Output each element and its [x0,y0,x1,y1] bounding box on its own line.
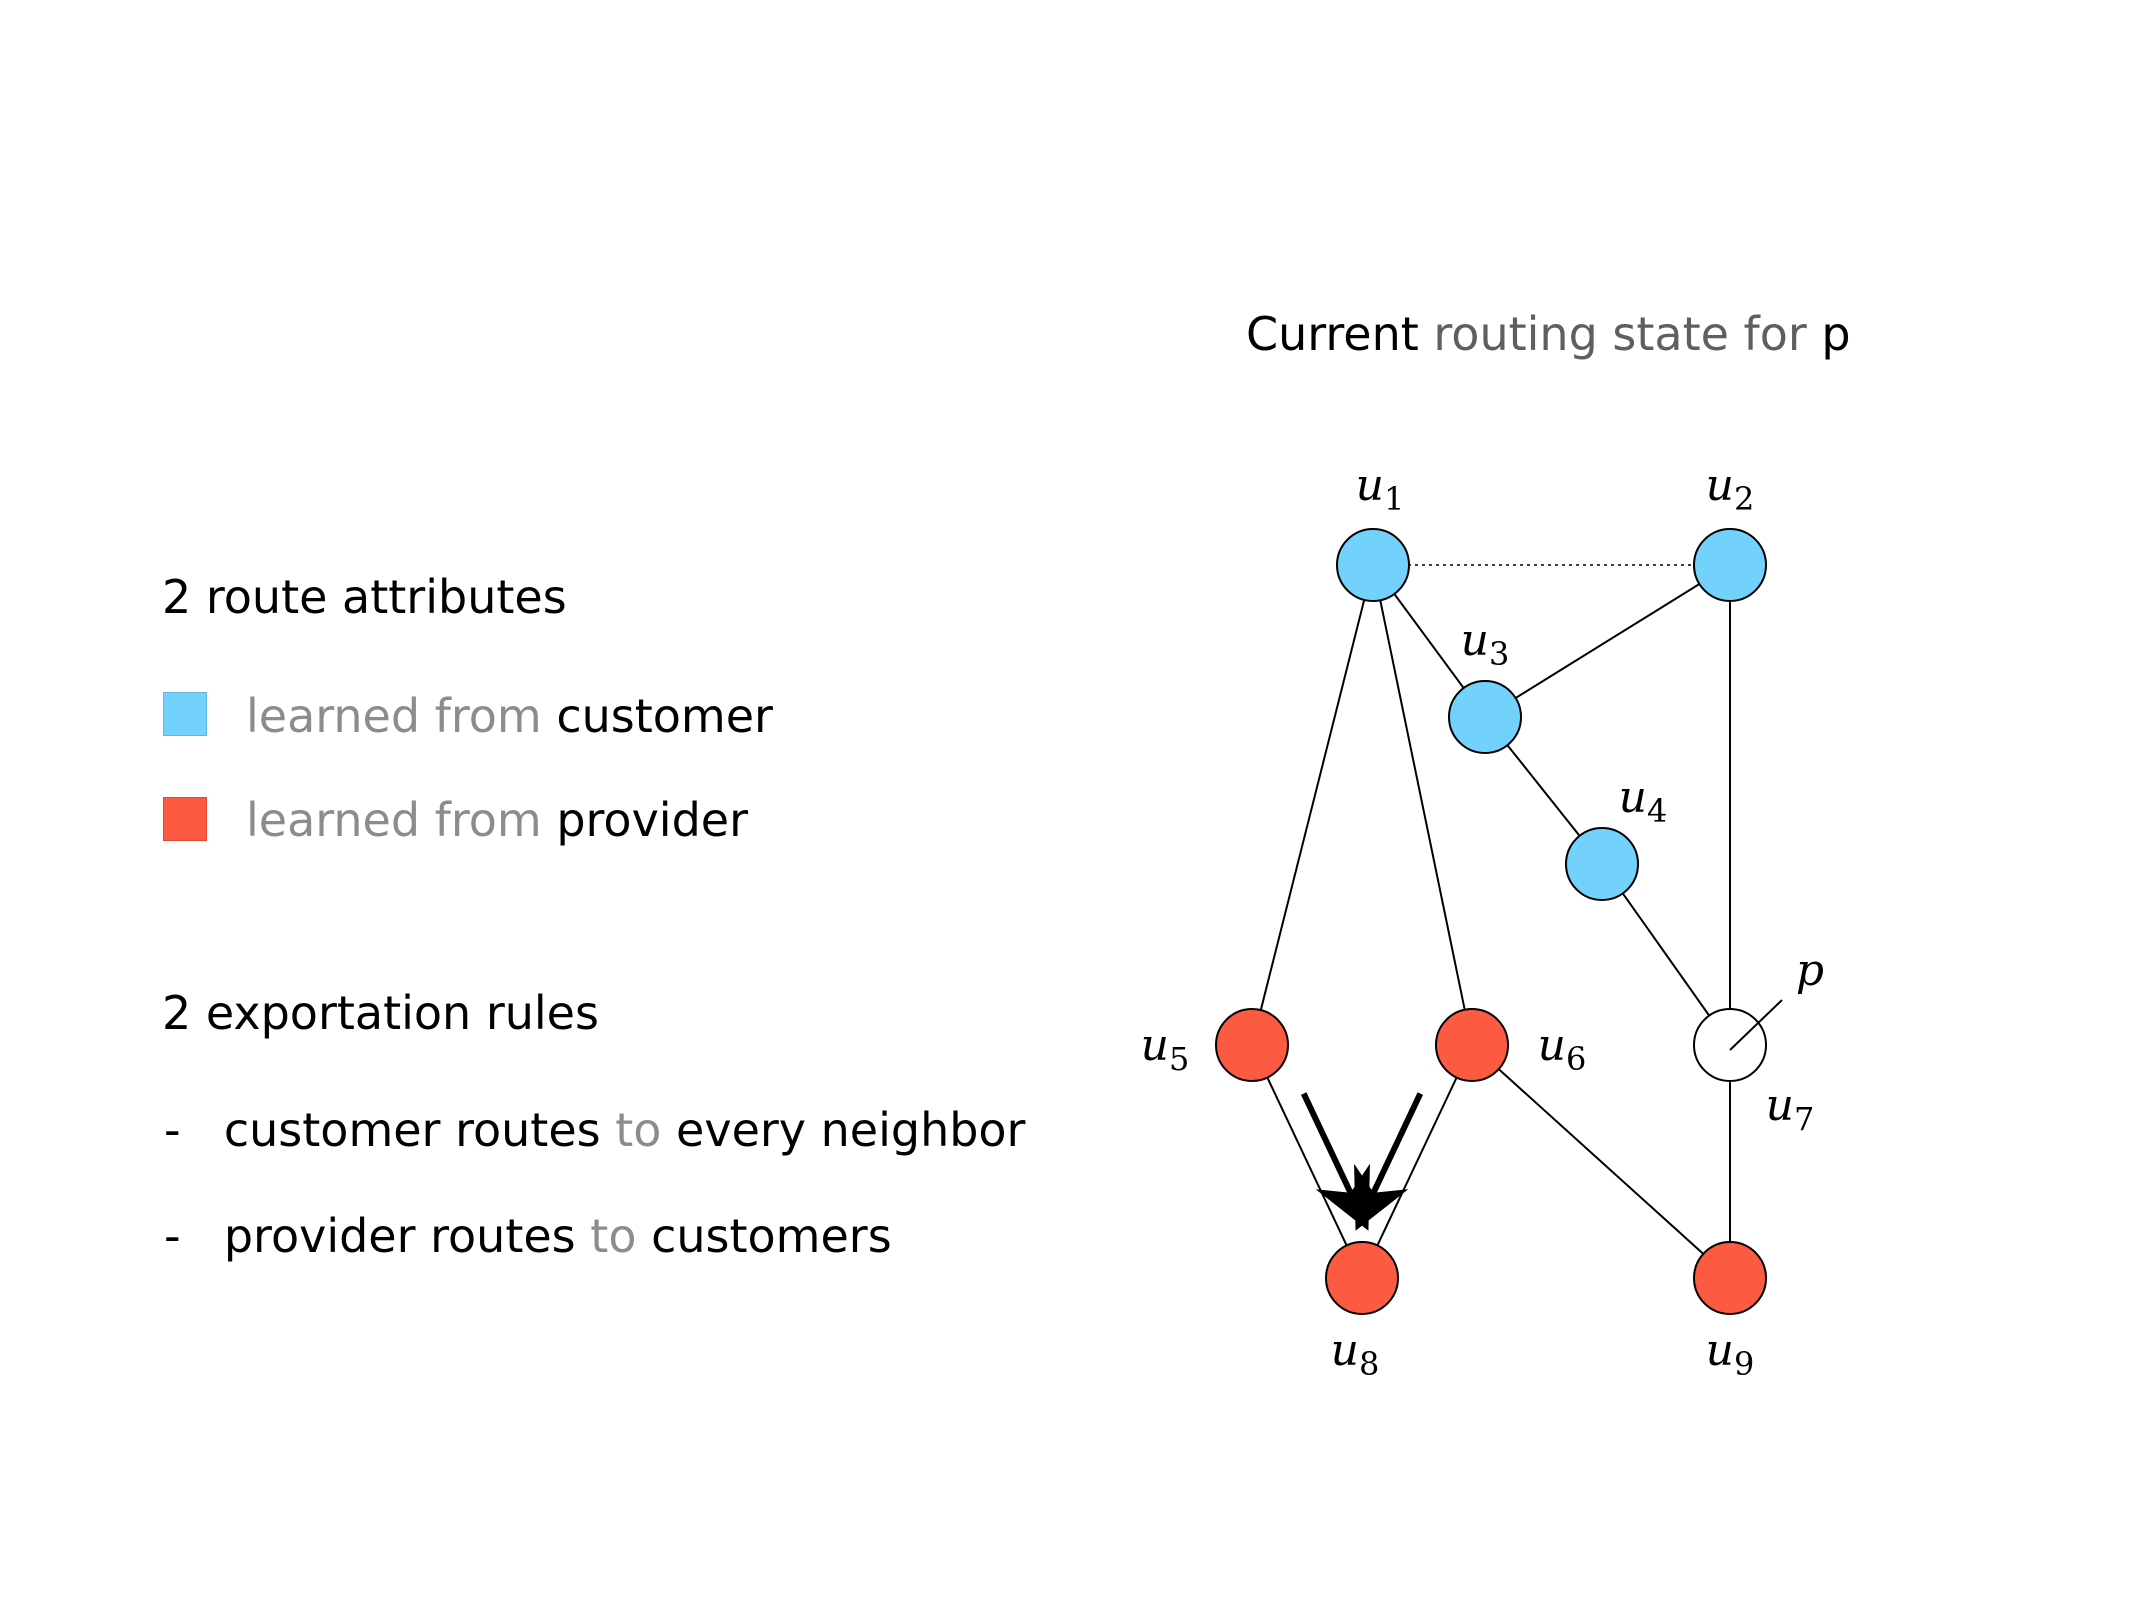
rule-from: customer routes [223,1103,601,1157]
prefix-label: p [1796,945,1824,996]
node-label-u9: u9 [1706,1325,1755,1383]
rule-item: - customer routes to every neighbor [164,1107,1025,1153]
propagation-arrow-u5-u8 [1300,1092,1370,1231]
node-label-u5: u5 [1141,1020,1190,1078]
title-prefix: p [1821,307,1851,361]
rules-heading: 2 exportation rules [162,986,599,1040]
node-u4 [1565,827,1639,901]
rule-to: to [590,1209,637,1263]
title-current: Current [1246,307,1419,361]
prefix-pointer [1729,999,1783,1051]
provider-legend-prefix: learned from [246,793,542,847]
rule-item: - provider routes to customers [164,1213,892,1259]
nodes-layer [1215,528,1767,1315]
propagation-arrow-u6-u8 [1354,1092,1424,1231]
edge-u1-u6 [1372,564,1473,1046]
edges-layer [1251,564,1731,1279]
customer-legend-prefix: learned from [246,689,542,743]
edge-u2-u3 [1484,564,1731,718]
node-u6 [1435,1008,1509,1082]
customer-legend-label: customer [556,689,773,743]
provider-swatch [163,797,207,841]
rule-dash: - [164,1209,181,1263]
node-u2 [1693,528,1767,602]
edge-u5-u8 [1251,1044,1363,1279]
customer-legend: learned from customer [246,693,773,739]
provider-legend-label: provider [556,793,748,847]
node-label-u8: u8 [1331,1325,1380,1383]
edge-u6-u8 [1361,1044,1473,1279]
node-label-u1: u1 [1356,460,1405,518]
customer-swatch [163,692,207,736]
provider-legend: learned from provider [246,797,748,843]
edge-u1-u5 [1251,564,1374,1046]
rule-target: every neighbor [676,1103,1026,1157]
rule-target: customers [651,1209,892,1263]
node-label-u6: u6 [1538,1020,1587,1078]
node-u3 [1448,680,1522,754]
node-u9 [1693,1241,1767,1315]
arrows-layer [1300,1092,1424,1231]
attributes-heading: 2 route attributes [162,570,567,624]
node-u5 [1215,1008,1289,1082]
diagram-title: Current routing state for p [1246,311,1851,357]
node-u7 [1693,1008,1767,1082]
node-u8 [1325,1241,1399,1315]
node-label-u4: u4 [1619,772,1668,830]
title-routing-state: routing state for [1433,307,1807,361]
node-u1 [1336,528,1410,602]
rule-dash: - [164,1103,181,1157]
labels-layer: u1 u2 u3 u4 u5 u6 u7 u8 u9 p [1141,460,1824,1383]
node-label-u7: u7 [1766,1080,1815,1138]
node-label-u2: u2 [1706,460,1755,518]
rule-to: to [615,1103,662,1157]
rule-from: provider routes [223,1209,576,1263]
node-label-u3: u3 [1461,615,1510,673]
edge-u6-u9 [1471,1044,1731,1279]
